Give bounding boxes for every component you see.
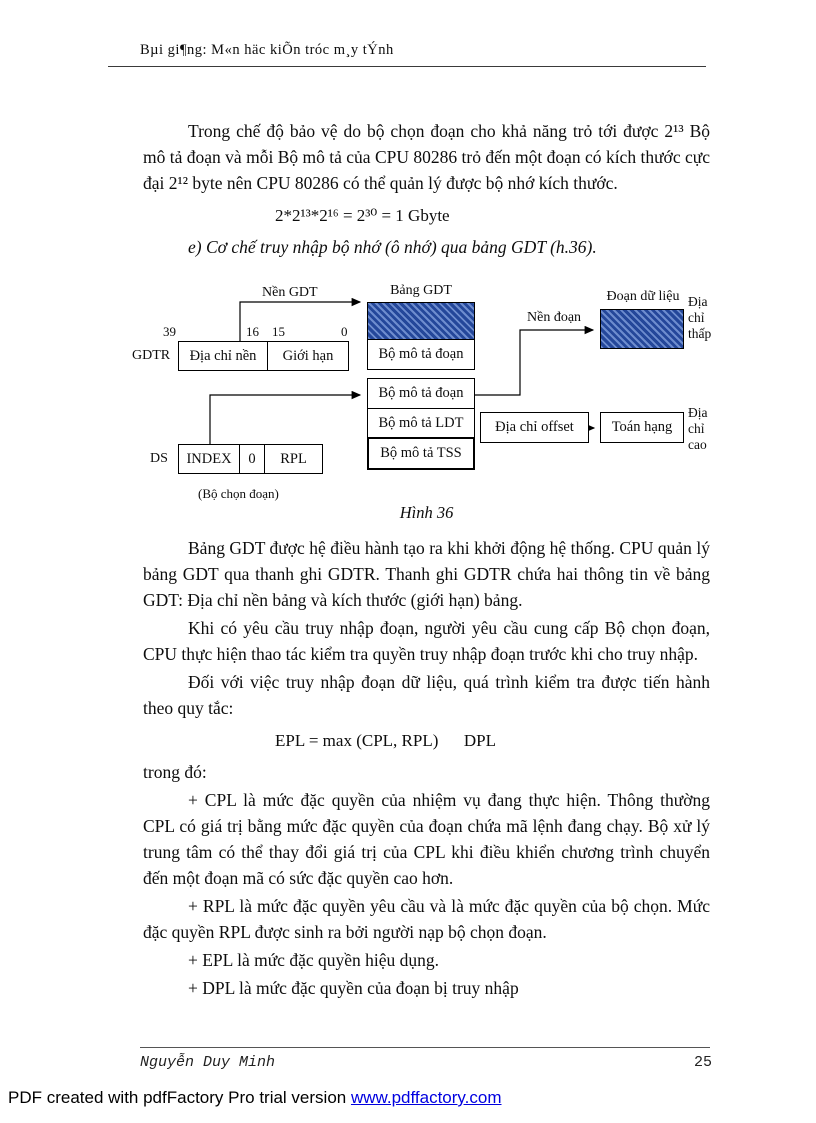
paragraph-rpl-definition: + RPL là mức đặc quyền yêu cầu và là mức…	[143, 896, 710, 942]
gdtr-base-cell: Địa chỉ nền	[178, 341, 268, 371]
tss-descriptor-cell: Bộ mô tả TSS	[367, 437, 475, 470]
paragraph-dpl-definition: + DPL là mức đặc quyền của đoạn bị truy …	[188, 978, 519, 998]
offset-address-box: Địa chỉ offset	[480, 412, 589, 443]
data-segment-box	[600, 309, 684, 349]
page-header-title: Bµi gi¶ng: M«n häc kiÕn tróc m¸y tÝnh	[140, 42, 394, 58]
gdt-table-bottom: Bộ mô tả đoạn Bộ mô tả LDT Bộ mô tả TSS	[367, 378, 475, 470]
gdtr-register-label: GDTR	[132, 348, 171, 363]
low-address-label: Địa chỉ thấp	[688, 294, 712, 341]
header-rule	[108, 66, 706, 67]
operand-box: Toán hạng	[600, 412, 684, 443]
pdf-factory-link[interactable]: www.pdffactory.com	[350, 1088, 502, 1107]
data-segment-label: Đoạn dữ liệu	[606, 289, 680, 304]
high-address-label: Địa chỉ cao	[688, 405, 708, 452]
gdtr-limit-cell: Giới hạn	[267, 341, 349, 371]
ds-selector-register: INDEX 0 RPL	[178, 444, 323, 474]
gdtr-bit-15: 15	[272, 324, 285, 339]
pdf-factory-note: PDF created with pdfFactory Pro trial ve…	[8, 1088, 502, 1108]
gdt-descriptor-cell: Bộ mô tả đoạn	[367, 339, 475, 370]
paragraph-check-rule: Đối với việc truy nhập đoạn dữ liệu, quá…	[143, 672, 710, 718]
paragraph-access-request: Khi có yêu cầu truy nhập đoạn, người yêu…	[143, 618, 710, 664]
paragraph-protected-mode: Trong chế độ bảo vệ do bộ chọn đoạn cho …	[143, 121, 710, 193]
diagram-connector-lines	[209, 297, 596, 444]
paragraph-gdt-created: Bảng GDT được hệ điều hành tạo ra khi kh…	[143, 538, 710, 610]
paragraph-in-which: trong đó:	[143, 762, 207, 782]
gdt-table-top: Bộ mô tả đoạn	[367, 302, 475, 370]
lower-text-block: Bảng GDT được hệ điều hành tạo ra khi kh…	[143, 535, 710, 1003]
gdtr-bit-0: 0	[341, 324, 348, 339]
memory-size-formula: 2*2¹³*2¹⁶ = 2³⁰ = 1 Gbyte	[275, 206, 450, 225]
paragraph-epl-definition: + EPL là mức đặc quyền hiệu dụng.	[188, 950, 440, 970]
section-e-heading: e) Cơ chế truy nhập bộ nhớ (ô nhớ) qua b…	[188, 237, 597, 257]
gdtr-bit-16: 16	[246, 324, 259, 339]
epl-formula: EPL = max (CPL, RPL) DPL	[275, 731, 496, 750]
gdt-table-title: Bảng GDT	[390, 283, 452, 298]
figure-36-diagram: Nền GDT Bảng GDT Bộ mô tả đoạn Bộ mô tả …	[0, 283, 816, 529]
footer-page-number: 25	[694, 1054, 713, 1071]
segment-selector-caption: (Bộ chọn đoạn)	[198, 486, 279, 501]
selector-ti-cell: 0	[239, 444, 265, 474]
gdt-hatched-descriptor-cell	[367, 302, 475, 340]
figure-caption: Hình 36	[399, 503, 454, 522]
pdf-factory-note-text: PDF created with pdfFactory Pro trial ve…	[8, 1088, 351, 1107]
ldt-descriptor-cell: Bộ mô tả LDT	[367, 408, 475, 439]
upper-text-block: Trong chế độ bảo vệ do bộ chọn đoạn cho …	[143, 118, 710, 260]
gdt-base-arrow-label: Nền GDT	[262, 285, 318, 300]
gdtr-register: Địa chỉ nền Giới hạn	[178, 341, 349, 371]
segment-base-arrow-label: Nền đoạn	[527, 310, 582, 325]
footer-rule	[140, 1047, 710, 1048]
paragraph-cpl-definition: + CPL là mức đặc quyền của nhiệm vụ đang…	[143, 790, 710, 888]
footer-author: Nguyễn Duy Minh	[140, 1054, 276, 1071]
selector-index-cell: INDEX	[178, 444, 240, 474]
segment-descriptor-cell: Bộ mô tả đoạn	[367, 378, 475, 409]
ds-register-label: DS	[150, 451, 168, 466]
gdtr-bit-39: 39	[163, 324, 176, 339]
selector-rpl-cell: RPL	[264, 444, 323, 474]
